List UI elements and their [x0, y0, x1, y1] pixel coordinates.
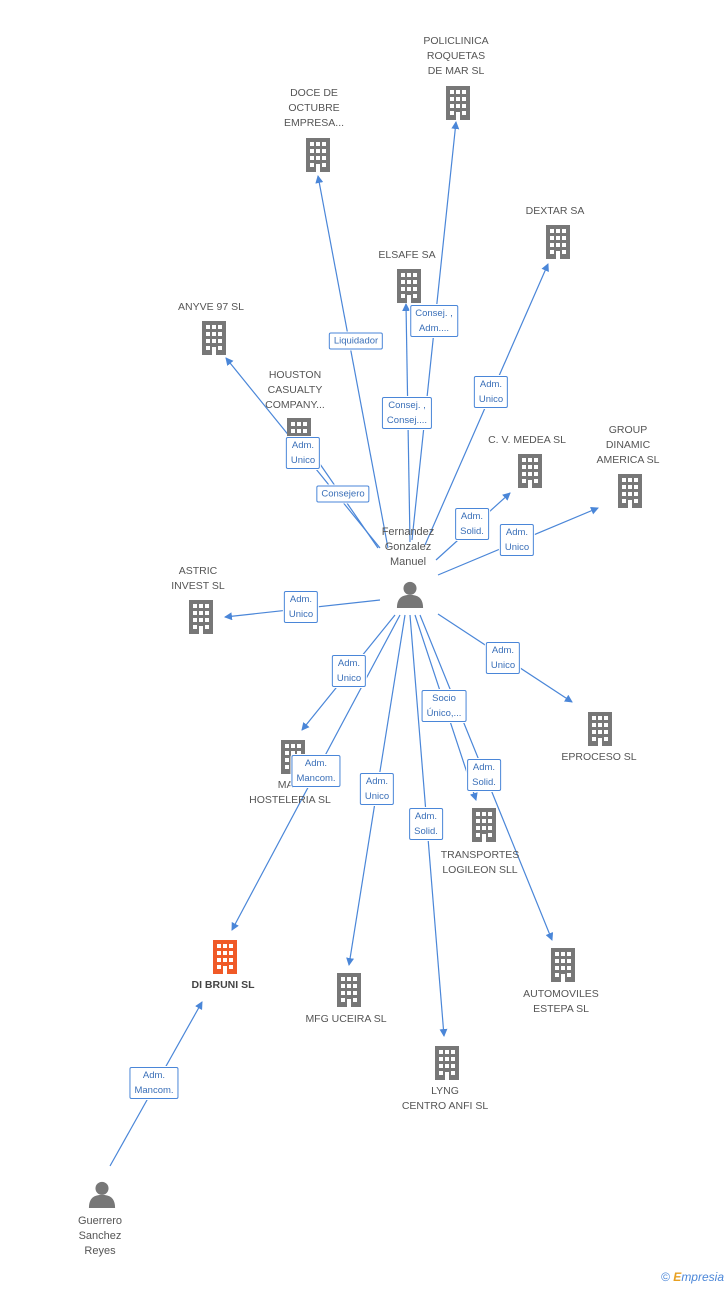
company-label-doce[interactable]: DOCE DE OCTUBRE EMPRESA... — [283, 87, 345, 129]
building-icon-elsafe[interactable] — [397, 269, 421, 303]
person-icon-center[interactable] — [396, 581, 424, 608]
edge-label-lyng: Adm. Solid. — [409, 808, 443, 840]
edge-label-doce: Liquidador — [328, 332, 384, 350]
building-icon-group[interactable] — [618, 474, 642, 508]
building-icon-lyng[interactable] — [435, 1046, 459, 1080]
edge-label-eproceso: Adm. Unico — [485, 642, 521, 674]
company-label-lyng[interactable]: LYNG CENTRO ANFI SL — [401, 1085, 489, 1112]
building-icon-astric[interactable] — [189, 600, 213, 634]
company-label-astric[interactable]: ASTRIC INVEST SL — [171, 565, 225, 592]
edge-label-mfg: Adm. Unico — [359, 773, 395, 805]
edge-label-group: Adm. Unico — [499, 524, 535, 556]
brand-logo-first-letter: E — [673, 1270, 682, 1284]
building-icon-dibruni[interactable] — [213, 940, 237, 974]
edge-label-medea: Adm. Solid. — [455, 508, 489, 540]
building-icon-anyve[interactable] — [202, 321, 226, 355]
company-label-mfg[interactable]: MFG UCEIRA SL — [305, 1013, 387, 1025]
company-label-houston[interactable]: HOUSTON CASUALTY COMPANY... — [265, 369, 325, 411]
footer-brand[interactable]: © Empresia — [661, 1270, 724, 1284]
edge-label-transportes: Socio Único,... — [421, 690, 467, 722]
copyright-symbol: © — [661, 1270, 670, 1284]
building-icon-policlinica[interactable] — [446, 86, 470, 120]
edge-label-dibruni2: Adm. Mancom. — [129, 1067, 179, 1099]
building-icon-dextar[interactable] — [546, 225, 570, 259]
person-label-guerrero[interactable]: Guerrero Sanchez Reyes — [77, 1215, 123, 1257]
edge-doce — [315, 175, 389, 549]
company-label-dextar[interactable]: DEXTAR SA — [525, 205, 585, 217]
edge-label-anyve: Adm. Unico — [285, 437, 321, 469]
company-label-automoviles[interactable]: AUTOMOVILES ESTEPA SL — [523, 988, 599, 1015]
person-icon-guerrero[interactable] — [88, 1181, 116, 1208]
edge-label-ma: Adm. Unico — [331, 655, 367, 687]
edge-label-astric: Adm. Unico — [283, 591, 319, 623]
company-label-eproceso[interactable]: EPROCESO SL — [561, 751, 637, 763]
building-icon-eproceso[interactable] — [588, 712, 612, 746]
company-label-group[interactable]: GROUP DINAMIC AMERICA SL — [596, 424, 660, 466]
company-label-anyve[interactable]: ANYVE 97 SL — [178, 301, 244, 313]
company-label-elsafe[interactable]: ELSAFE SA — [378, 249, 436, 261]
edge-label-automoviles: Adm. Solid. — [467, 759, 501, 791]
building-icon-automoviles[interactable] — [551, 948, 575, 982]
person-label-center[interactable]: Fernandez Gonzalez Manuel — [381, 526, 435, 568]
edge-label-policlinica: Consej. , Adm.... — [410, 305, 458, 337]
edge-label-elsafe: Consej. , Consej.... — [381, 397, 433, 429]
edge-label-houston: Consejero — [316, 485, 370, 503]
company-label-dibruni[interactable]: DI BRUNI SL — [191, 979, 255, 991]
building-icon-mfg[interactable] — [337, 973, 361, 1007]
company-label-medea[interactable]: C. V. MEDEA SL — [488, 434, 566, 446]
building-icon-transportes[interactable] — [472, 808, 496, 842]
company-label-transportes[interactable]: TRANSPORTES LOGILEON SLL — [440, 849, 520, 876]
edge-label-dextar: Adm. Unico — [473, 376, 509, 408]
company-label-policlinica[interactable]: POLICLINICA ROQUETAS DE MAR SL — [423, 35, 489, 77]
building-icon-doce[interactable] — [306, 138, 330, 172]
edge-label-dibruni: Adm. Mancom. — [291, 755, 341, 787]
brand-logo-rest: mpresia — [681, 1270, 724, 1284]
building-icon-medea[interactable] — [518, 454, 542, 488]
